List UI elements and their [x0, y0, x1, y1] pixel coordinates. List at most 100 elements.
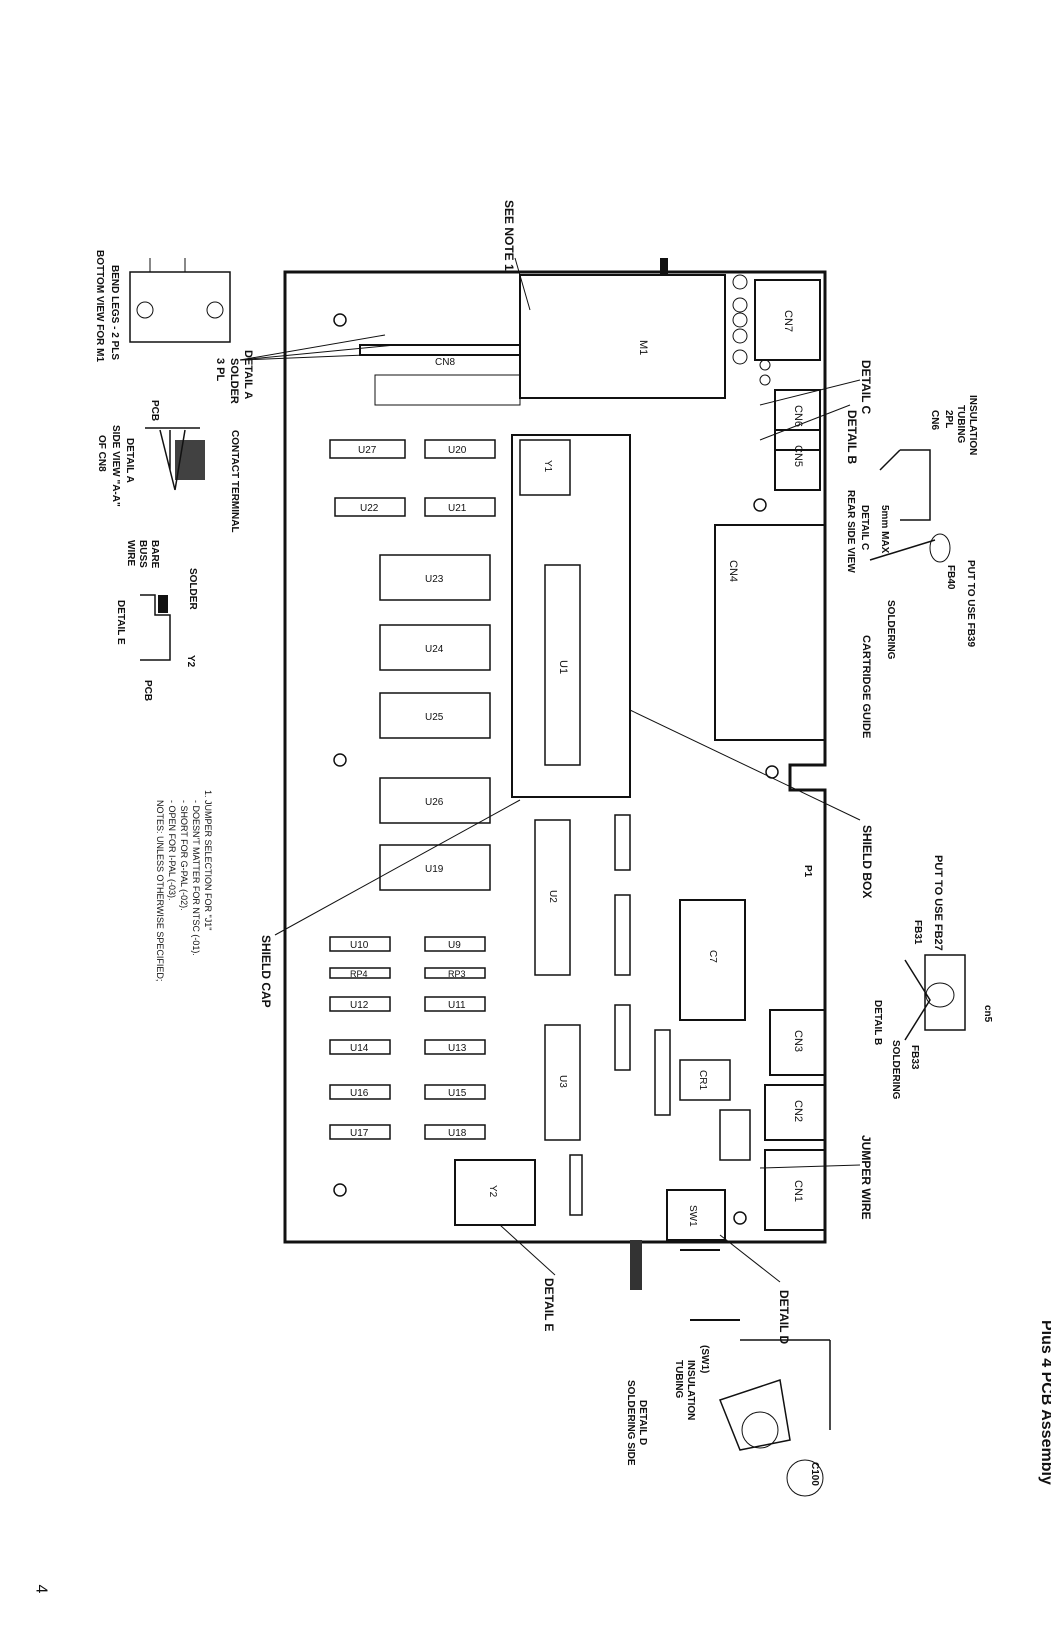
svg-text:RP4: RP4 [350, 969, 368, 979]
callout-p1: P1 [802, 865, 813, 878]
svg-text:RP3: RP3 [448, 969, 466, 979]
svg-text:SOLDER: SOLDER [228, 358, 240, 404]
chip-u25 [379, 692, 491, 739]
svg-text:U15: U15 [448, 1088, 467, 1099]
svg-text:3 PL: 3 PL [214, 358, 226, 382]
connector-cn7 [754, 279, 821, 361]
svg-text:REAR SIDE VIEW: REAR SIDE VIEW [845, 490, 856, 573]
svg-text:DETAIL D: DETAIL D [637, 1400, 648, 1445]
connector-cn2 [764, 1084, 826, 1141]
svg-text:CN3: CN3 [792, 1030, 804, 1052]
connector-cn4 [714, 524, 826, 741]
connector-cn6 [774, 389, 821, 451]
page-number: 4 [32, 1584, 50, 1594]
cap-c7 [679, 899, 746, 1021]
chip-u7 [569, 1154, 583, 1216]
svg-text:U10: U10 [350, 940, 369, 951]
svg-text:(SW1): (SW1) [699, 1345, 710, 1373]
svg-text:C100: C100 [809, 1462, 820, 1486]
svg-text:BARE: BARE [149, 540, 160, 569]
detail-e-view [140, 594, 171, 661]
svg-text:DETAIL C: DETAIL C [859, 505, 870, 550]
connector-cn3 [769, 1009, 826, 1076]
svg-text:DETAIL B: DETAIL B [872, 1000, 883, 1045]
callout-cartridge-guide: CARTRIDGE GUIDE [860, 635, 872, 738]
svg-text:U1: U1 [557, 660, 569, 674]
svg-text:U23: U23 [425, 574, 444, 585]
svg-text:CN7: CN7 [782, 310, 794, 332]
svg-text:U25: U25 [425, 712, 444, 723]
svg-text:U17: U17 [350, 1128, 369, 1139]
detail-b-view [904, 954, 966, 1041]
svg-text:CR1: CR1 [697, 1070, 708, 1090]
svg-text:FB33: FB33 [909, 1045, 920, 1070]
callout-jumper-wire: JUMPER WIRE [859, 1135, 873, 1220]
svg-text:BEND LEGS - 2 PLS: BEND LEGS - 2 PLS [109, 265, 120, 360]
chip-u1 [544, 564, 581, 766]
chip-y1 [519, 439, 571, 496]
svg-text:C7: C7 [707, 950, 718, 963]
note-line-3: - SHORT FOR G-PAL (-02). [179, 800, 189, 911]
svg-text:U21: U21 [448, 503, 467, 514]
pcb-left-notch [660, 258, 668, 274]
callout-detail-b: DETAIL B [845, 410, 859, 465]
svg-text:U11: U11 [448, 1000, 466, 1011]
chip-u27 [329, 439, 406, 459]
svg-text:U16: U16 [350, 1088, 369, 1099]
detail-a-side-view [145, 427, 200, 491]
chip-u21 [424, 497, 496, 517]
svg-text:U18: U18 [448, 1128, 467, 1139]
chip-u26 [379, 777, 491, 824]
callout-detail-c: DETAIL C [859, 360, 873, 415]
callout-shield-box: SHIELD BOX [860, 825, 874, 898]
inductor-l2 [719, 1109, 751, 1161]
figure-caption: Plus 4 PCB Assembly [1038, 1320, 1051, 1485]
svg-text:U22: U22 [360, 503, 379, 514]
svg-text:DETAIL A: DETAIL A [124, 438, 135, 483]
svg-text:WIRE: WIRE [125, 540, 136, 566]
chip-u4 [614, 814, 631, 871]
chip-u3 [544, 1024, 581, 1141]
svg-text:U3: U3 [557, 1075, 568, 1088]
svg-text:DETAIL A: DETAIL A [242, 350, 254, 399]
detail-a-bottom-view [129, 271, 231, 343]
callout-detail-d: DETAIL D [777, 1290, 791, 1345]
svg-text:U27: U27 [358, 445, 377, 456]
svg-text:FB40: FB40 [945, 565, 956, 590]
detail-c-view [869, 449, 936, 561]
svg-text:CN6: CN6 [929, 410, 940, 430]
svg-text:Y2: Y2 [487, 1185, 498, 1198]
svg-text:Y1: Y1 [542, 460, 553, 473]
note-line-5: NOTES: UNLESS OTHERWISE SPECIFIED; [155, 800, 165, 981]
svg-text:PCB: PCB [149, 400, 160, 421]
callout-put-to-use-fb27: PUT TO USE FB27 [932, 855, 944, 951]
svg-text:PUT TO USE FB39: PUT TO USE FB39 [965, 560, 976, 647]
svg-text:U13: U13 [448, 1043, 467, 1054]
switch-sw1 [666, 1189, 726, 1241]
svg-text:PCB: PCB [142, 680, 153, 701]
svg-text:INSULATION: INSULATION [685, 1360, 696, 1420]
callout-see-note-1: SEE NOTE 1 [502, 200, 516, 271]
svg-text:CN2: CN2 [792, 1100, 804, 1122]
callout-shield-cap: SHIELD CAP [259, 935, 273, 1008]
connector-cn8 [359, 344, 521, 356]
svg-text:SIDE VIEW "A-A": SIDE VIEW "A-A" [110, 425, 121, 507]
svg-text:Y2: Y2 [185, 655, 196, 668]
svg-text:INSULATION: INSULATION [967, 395, 978, 455]
svg-text:CN1: CN1 [792, 1180, 804, 1202]
svg-text:U24: U24 [425, 644, 444, 655]
chip-u2 [534, 819, 571, 976]
svg-text:DETAIL E: DETAIL E [115, 600, 126, 645]
note-line-1: 1. JUMPER SELECTION FOR "J1" [203, 790, 213, 930]
svg-text:5mm MAX: 5mm MAX [879, 505, 890, 554]
svg-text:CN8: CN8 [435, 357, 455, 368]
svg-text:CN6: CN6 [792, 405, 804, 427]
connector-cn1 [764, 1149, 826, 1231]
chip-u20 [424, 439, 496, 459]
chip-u5 [614, 894, 631, 976]
note-line-4: - OPEN FOR I-PAL (-03). [167, 800, 177, 901]
svg-text:BOTTOM VIEW FOR M1: BOTTOM VIEW FOR M1 [94, 250, 105, 362]
svg-text:FB31: FB31 [912, 920, 923, 945]
svg-text:U14: U14 [350, 1043, 369, 1054]
